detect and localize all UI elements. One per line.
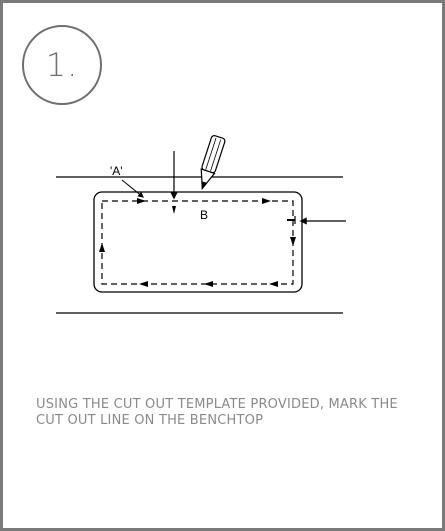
step-number-circle (22, 25, 102, 105)
top-pointer-dot (172, 206, 176, 214)
template-outline (93, 191, 303, 293)
label-b: B (200, 208, 208, 222)
label-a-leader (121, 179, 144, 198)
cut-out-line (101, 200, 294, 285)
step-number: 1. (45, 46, 79, 84)
direction-arrows (99, 198, 296, 287)
label-a: 'A' (110, 164, 123, 178)
instruction-text: USING THE CUT OUT TEMPLATE PROVIDED, MAR… (36, 397, 398, 428)
pencil-icon (200, 135, 226, 190)
benchtop-template-diagram: 'A' B (56, 135, 346, 314)
